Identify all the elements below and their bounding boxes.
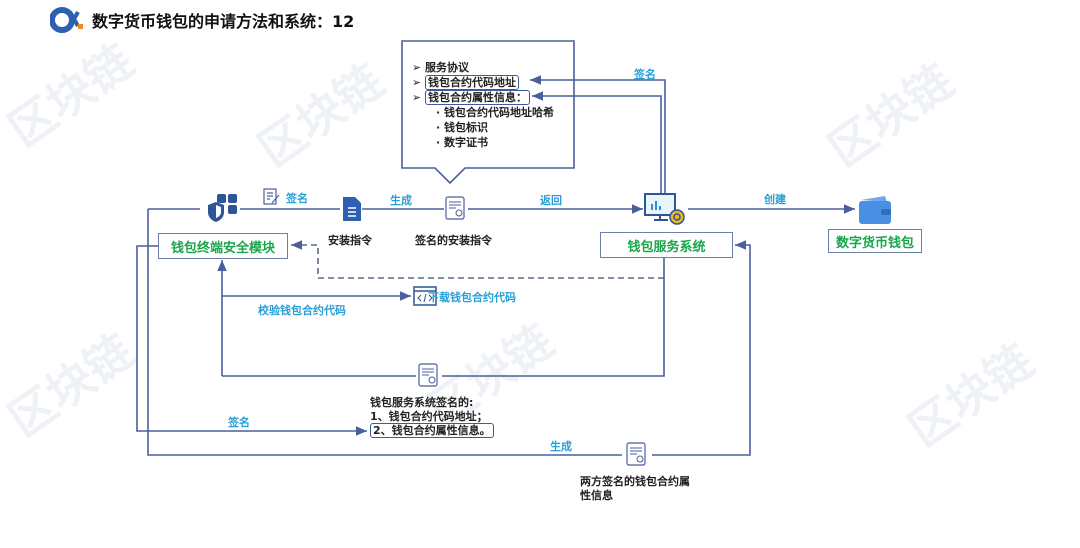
note-line: 性信息 [580,489,613,502]
info-item: 服务协议 [425,61,470,74]
pen-document-icon [263,188,281,210]
digital-wallet-node: 数字货币钱包 [828,229,922,253]
certificate-icon [418,363,440,393]
wallet-icon [857,194,893,230]
edge-label-generate-bottom: 生成 [550,440,572,453]
bullet-icon: ➢ [412,61,426,74]
logo-icon [49,6,83,33]
info-subitem: · 钱包标识 [436,121,489,134]
security-module-node: 钱包终端安全模块 [158,233,288,259]
certificate-icon [626,442,648,472]
code-window-icon [413,286,437,310]
note-line: 1、钱包合约代码地址； [370,410,488,423]
note-line: 钱包服务系统签名的: [370,396,474,409]
note-line-highlighted: 2、钱包合约属性信息。 [370,423,494,438]
info-box: ➢ 服务协议 ➢ 钱包合约代码地址 ➢ 钱包合约属性信息： · 钱包合约代码地址… [412,60,554,150]
info-subitem: · 数字证书 [436,136,489,149]
edge-label-sign-bottom: 签名 [228,416,250,429]
download-code-label: 下载钱包合约代码 [428,291,516,304]
edge-label-verify: 校验钱包合约代码 [258,304,346,317]
service-signed-note: 钱包服务系统签名的: 1、钱包合约代码地址； 2、钱包合约属性信息。 [370,396,494,438]
security-shield-icon [205,193,239,227]
edge-label-sign-top: 签名 [634,68,656,81]
certificate-icon [445,196,467,226]
signed-install-cmd-label: 签名的安装指令 [415,234,492,247]
edge-label-sign: 签名 [286,192,308,205]
bullet-icon: ➢ [412,91,426,104]
install-cmd-label: 安装指令 [328,234,372,247]
page-title: 数字货币钱包的申请方法和系统：12 [92,12,355,31]
wallet-service-node: 钱包服务系统 [600,232,733,258]
document-icon [342,196,362,226]
edge-label-generate: 生成 [390,194,412,207]
bullet-icon: ➢ [412,76,426,89]
info-item-highlighted: 钱包合约属性信息： [425,90,531,105]
edge-label-create: 创建 [764,193,786,206]
info-subitem: · 钱包合约代码地址哈希 [436,106,555,119]
edge-label-return: 返回 [540,194,562,207]
info-item-highlighted: 钱包合约代码地址 [425,75,520,90]
both-signed-note: 两方签名的钱包合约属 性信息 [580,475,690,503]
note-line: 两方签名的钱包合约属 [580,475,690,488]
monitor-chart-icon [644,192,688,230]
